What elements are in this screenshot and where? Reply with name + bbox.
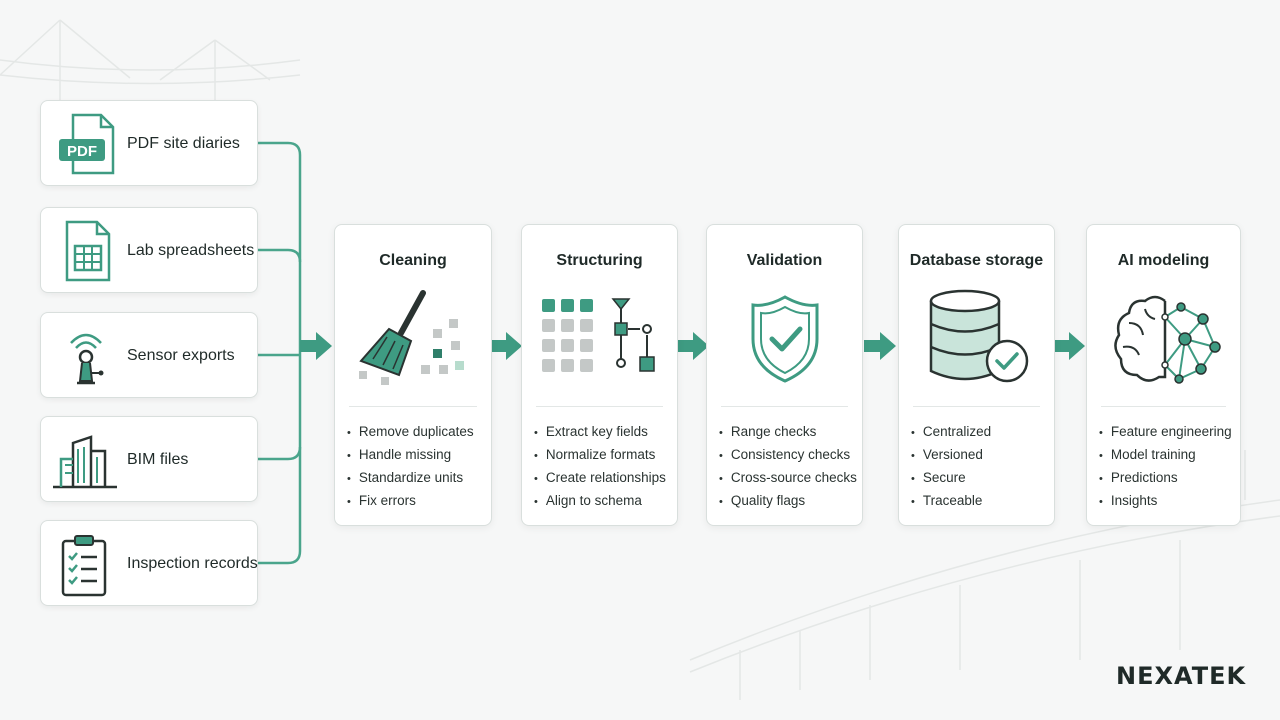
stage-items: Feature engineering Model training Predi… <box>1099 421 1232 513</box>
broom-icon <box>359 290 464 385</box>
flow-arrow-icon <box>864 332 896 360</box>
stage-divider <box>721 406 848 407</box>
list-item: Remove duplicates <box>347 421 474 444</box>
source-sensor-exports[interactable]: Sensor exports <box>40 312 258 398</box>
database-check-icon <box>929 289 1029 383</box>
flow-arrow-icon <box>300 332 332 360</box>
list-item: Fix errors <box>347 490 474 513</box>
list-item: Handle missing <box>347 444 474 467</box>
stage-database-storage[interactable]: Database storage Centralized Versioned S… <box>898 224 1055 526</box>
source-inspection-records[interactable]: Inspection records <box>40 520 258 606</box>
list-item: Consistency checks <box>719 444 857 467</box>
source-label: Sensor exports <box>127 347 235 364</box>
sensor-icon <box>70 333 104 385</box>
stage-title: Validation <box>746 251 823 269</box>
stage-items: Centralized Versioned Secure Traceable <box>911 421 991 513</box>
list-item: Create relationships <box>534 467 666 490</box>
stage-divider <box>913 406 1040 407</box>
list-item: Insights <box>1099 490 1232 513</box>
list-item: Centralized <box>911 421 991 444</box>
list-item: Secure <box>911 467 991 490</box>
stage-title: Database storage <box>909 251 1044 269</box>
stage-items: Remove duplicates Handle missing Standar… <box>347 421 474 513</box>
source-label: PDF site diaries <box>127 135 240 152</box>
spreadsheet-icon <box>65 220 111 282</box>
pdf-file-icon: PDF <box>59 113 115 175</box>
stage-title: AI modeling <box>1117 251 1210 269</box>
source-label: Inspection records <box>127 555 258 572</box>
list-item: Range checks <box>719 421 857 444</box>
stage-title: Cleaning <box>379 251 447 269</box>
stage-validation[interactable]: Validation Range checks Consistency chec… <box>706 224 863 526</box>
source-bim-files[interactable]: BIM files <box>40 416 258 502</box>
list-item: Feature engineering <box>1099 421 1232 444</box>
flow-arrow-icon <box>677 332 709 360</box>
source-label: BIM files <box>127 451 189 468</box>
stage-structuring[interactable]: Structuring Extract key fields Normalize… <box>521 224 678 526</box>
shield-check-icon <box>751 295 819 383</box>
grid-structure-icon <box>542 298 655 372</box>
list-item: Traceable <box>911 490 991 513</box>
stage-ai-modeling[interactable]: AI modeling Feature engineering Model tr… <box>1086 224 1241 526</box>
list-item: Model training <box>1099 444 1232 467</box>
source-label: Lab spreadsheets <box>127 242 255 259</box>
flow-arrow-icon <box>490 332 522 360</box>
stage-divider <box>349 406 477 407</box>
clipboard-checklist-icon <box>61 535 107 597</box>
list-item: Normalize formats <box>534 444 666 467</box>
stage-title: Structuring <box>556 251 643 269</box>
stage-items: Range checks Consistency checks Cross-so… <box>719 421 857 513</box>
list-item: Versioned <box>911 444 991 467</box>
list-item: Align to schema <box>534 490 666 513</box>
brand-logo: NEXATEK <box>1116 662 1247 690</box>
svg-text:PDF: PDF <box>67 143 97 160</box>
source-lab-spreadsheets[interactable]: Lab spreadsheets <box>40 207 258 293</box>
brain-network-icon <box>1114 295 1221 384</box>
stage-divider <box>536 406 663 407</box>
list-item: Extract key fields <box>534 421 666 444</box>
building-icon <box>53 435 117 489</box>
list-item: Quality flags <box>719 490 857 513</box>
list-item: Predictions <box>1099 467 1232 490</box>
list-item: Standardize units <box>347 467 474 490</box>
list-item: Cross-source checks <box>719 467 857 490</box>
flow-arrow-icon <box>1053 332 1085 360</box>
stage-cleaning[interactable]: Cleaning Remove duplicates Handle missin… <box>334 224 492 526</box>
source-pdf-site-diaries[interactable]: PDF PDF site diaries <box>40 100 258 186</box>
stage-items: Extract key fields Normalize formats Cre… <box>534 421 666 513</box>
stage-divider <box>1101 406 1226 407</box>
